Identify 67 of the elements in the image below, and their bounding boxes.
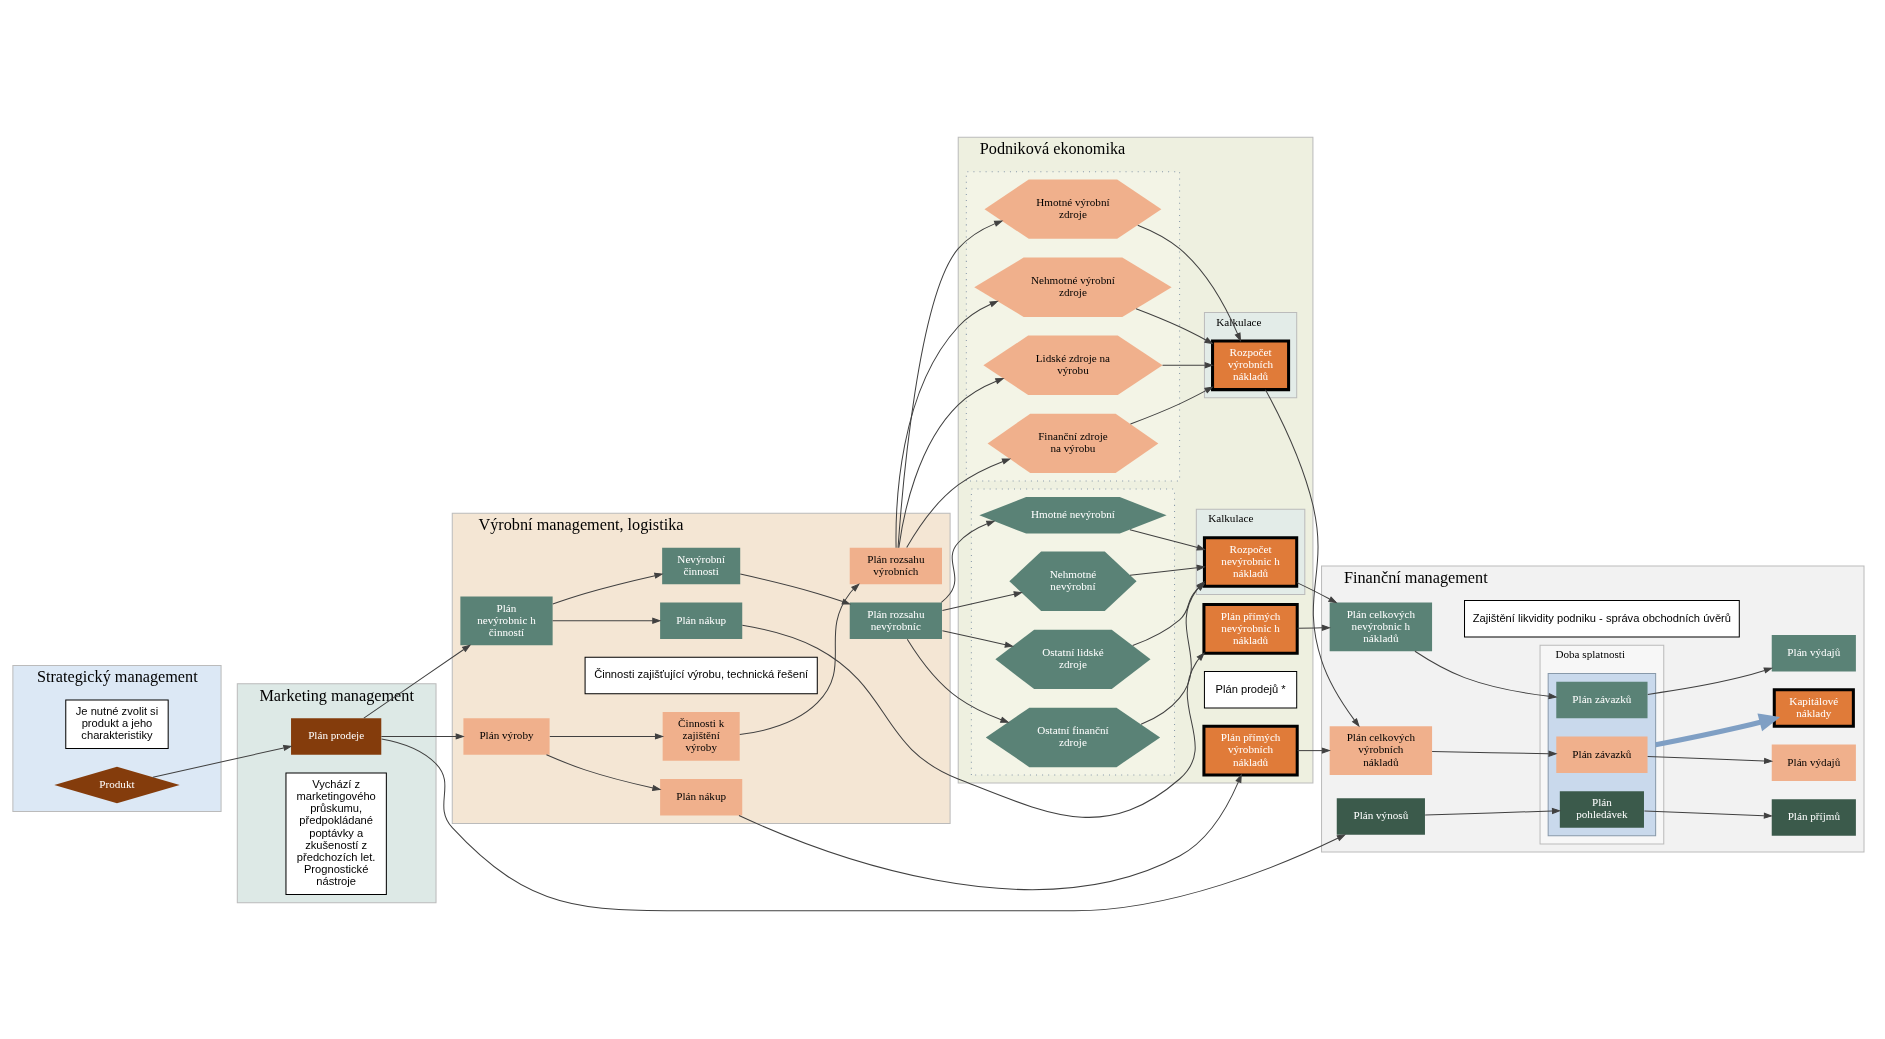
arrow — [1424, 807, 1562, 816]
arrow — [380, 732, 465, 740]
node-box: Plán výroby — [463, 717, 550, 755]
node-box: Plán přímých výrobních nákladů — [1202, 724, 1299, 776]
arrow — [1137, 224, 1242, 342]
arrow — [1129, 528, 1206, 551]
node-box: Plán celkových výrobních nákladů — [1329, 725, 1433, 775]
node-box: Činnosti k zajištění výroby — [662, 711, 740, 761]
arrow — [906, 457, 1012, 548]
node-box: Plán závazků — [1556, 735, 1648, 773]
arrow — [940, 520, 996, 603]
arrow — [552, 572, 664, 604]
arrow — [739, 573, 852, 604]
node-box: Plán prodejů * — [1203, 670, 1298, 709]
arrow — [898, 377, 1005, 548]
arrow — [1296, 581, 1338, 603]
arrow — [1130, 385, 1214, 424]
node-box: Plán závazků — [1556, 681, 1648, 718]
arrow — [1647, 666, 1773, 695]
arrow — [549, 732, 665, 740]
node-box: Plán celkových nevýrobnic h nákladů — [1329, 602, 1433, 651]
cluster — [965, 170, 1181, 481]
arrow — [545, 753, 662, 791]
arrow — [1414, 650, 1558, 699]
node-box: Zajištění likvidity podniku - správa obchodních úvěrů — [1464, 599, 1740, 638]
arrow — [941, 629, 1014, 648]
arrow — [1162, 361, 1214, 368]
node-box: Plán nákup — [660, 602, 743, 639]
node-box: Plán výnosů — [1336, 797, 1425, 835]
arrow — [1655, 712, 1781, 747]
arrow — [152, 744, 293, 778]
node-box: Plán přímých nevýrobnic h nákladů — [1202, 602, 1299, 655]
node-box: Plán rozsahu nevýrobníc — [849, 602, 942, 639]
node-box: Plán rozsahu výrobních — [849, 547, 942, 584]
cluster — [970, 488, 1176, 775]
node-box: Vychází z marketingového průskumu, předpokládané poptávky a zkušeností z předchozích let. Prognostické nástroje — [285, 771, 387, 895]
arrow — [381, 737, 1347, 911]
node-box: Plán výdajů — [1771, 634, 1856, 671]
arrow — [906, 638, 1010, 723]
node-box: Plán nevýrobnic h činností — [460, 596, 553, 645]
node-box: Rozpočet výrobních nákladů — [1211, 338, 1291, 391]
node-box: Plán nákup — [660, 778, 743, 815]
node-box: Plán pohledávek — [1559, 790, 1644, 828]
node-box: Rozpočet nevýrobnic h nákladů — [1202, 535, 1299, 588]
arrow — [1647, 755, 1774, 764]
node-diamond: Produkt — [54, 766, 180, 803]
arrow — [739, 582, 860, 735]
arrow — [897, 219, 1004, 548]
node-box: Plán příjmů — [1771, 798, 1856, 836]
arrow — [741, 624, 1205, 818]
arrow — [941, 590, 1023, 611]
arrow — [1129, 564, 1206, 576]
arrow — [1297, 746, 1331, 754]
arrow — [1643, 810, 1773, 819]
node-box: Plán prodeje — [291, 717, 382, 755]
arrow — [895, 300, 999, 548]
arrow — [552, 617, 662, 624]
node-box: Kapitálové náklady — [1772, 687, 1855, 728]
node-box: Nevýrobní činnosti — [662, 547, 741, 584]
node-box: Je nutné zvolit si produkt a jeho charakteristiky — [65, 698, 169, 749]
arrow — [1135, 307, 1214, 344]
node-box: Činnosti zajišťující výrobu, technická řešení — [584, 656, 818, 694]
arrow — [1297, 624, 1331, 631]
arrow — [1264, 388, 1360, 727]
arrow — [738, 773, 1242, 890]
arrow — [1431, 750, 1558, 757]
node-box: Plán výdajů — [1771, 744, 1856, 781]
